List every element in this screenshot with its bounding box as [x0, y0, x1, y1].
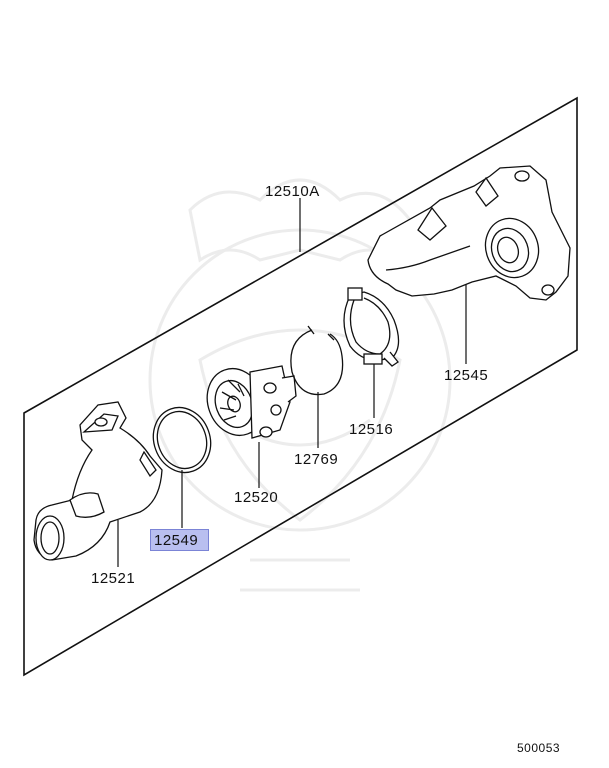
callout-assembly[interactable]: 12510A: [265, 183, 320, 200]
snap-ring-part: [290, 325, 344, 396]
v-band-clamp-part: [343, 287, 400, 367]
callout-snap-ring[interactable]: 12769: [294, 451, 339, 468]
elbow-pipe-part: [33, 401, 163, 561]
callout-o-ring-highlighted[interactable]: 12549: [150, 529, 210, 551]
diagram-code: 500053: [517, 741, 561, 755]
callout-clamp[interactable]: 12516: [349, 421, 394, 438]
turbo-cartridge-part: [206, 365, 297, 439]
o-ring-part: [152, 406, 212, 474]
leader-lines: [117, 198, 467, 567]
callout-elbow[interactable]: 12521: [91, 570, 136, 587]
assembly-frame: [23, 96, 578, 677]
turbine-housing-part: [367, 165, 571, 301]
callout-cartridge[interactable]: 12520: [234, 489, 279, 506]
callout-housing[interactable]: 12545: [444, 367, 489, 384]
